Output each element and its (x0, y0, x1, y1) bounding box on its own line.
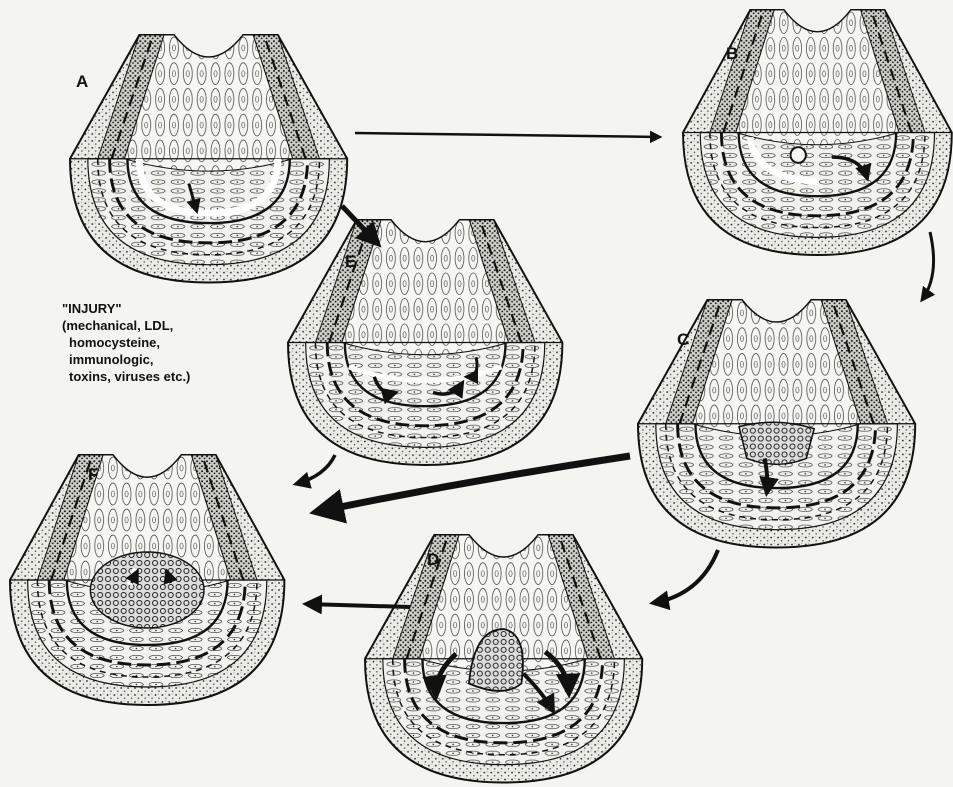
injury-line: homocysteine, (62, 334, 190, 351)
panel-label-f: F (88, 465, 98, 485)
injury-line: (mechanical, LDL, (62, 317, 190, 334)
panel-a-artery (70, 35, 347, 283)
panel-label-e: E (345, 252, 356, 272)
injury-line: toxins, viruses etc.) (62, 368, 190, 385)
arrow-c-to-f (316, 456, 630, 512)
arrow-b-to-c (922, 232, 934, 300)
arrow-c-to-d (653, 550, 718, 603)
panel-d-artery (365, 535, 642, 783)
panel-label-d: D (427, 550, 439, 570)
panel-e-artery (288, 220, 562, 465)
panel-label-a: A (76, 72, 88, 92)
injury-caption: "INJURY" (mechanical, LDL, homocysteine,… (62, 300, 190, 385)
panel-f-artery (10, 455, 284, 705)
arrow-e-to-f (296, 455, 335, 484)
panel-label-b: B (726, 44, 738, 64)
panel-label-c: C (677, 330, 689, 350)
injury-title: "INJURY" (62, 300, 190, 317)
panel-b-artery (683, 10, 952, 255)
injury-line: immunologic, (62, 351, 190, 368)
arrow-a-to-b (355, 133, 660, 137)
